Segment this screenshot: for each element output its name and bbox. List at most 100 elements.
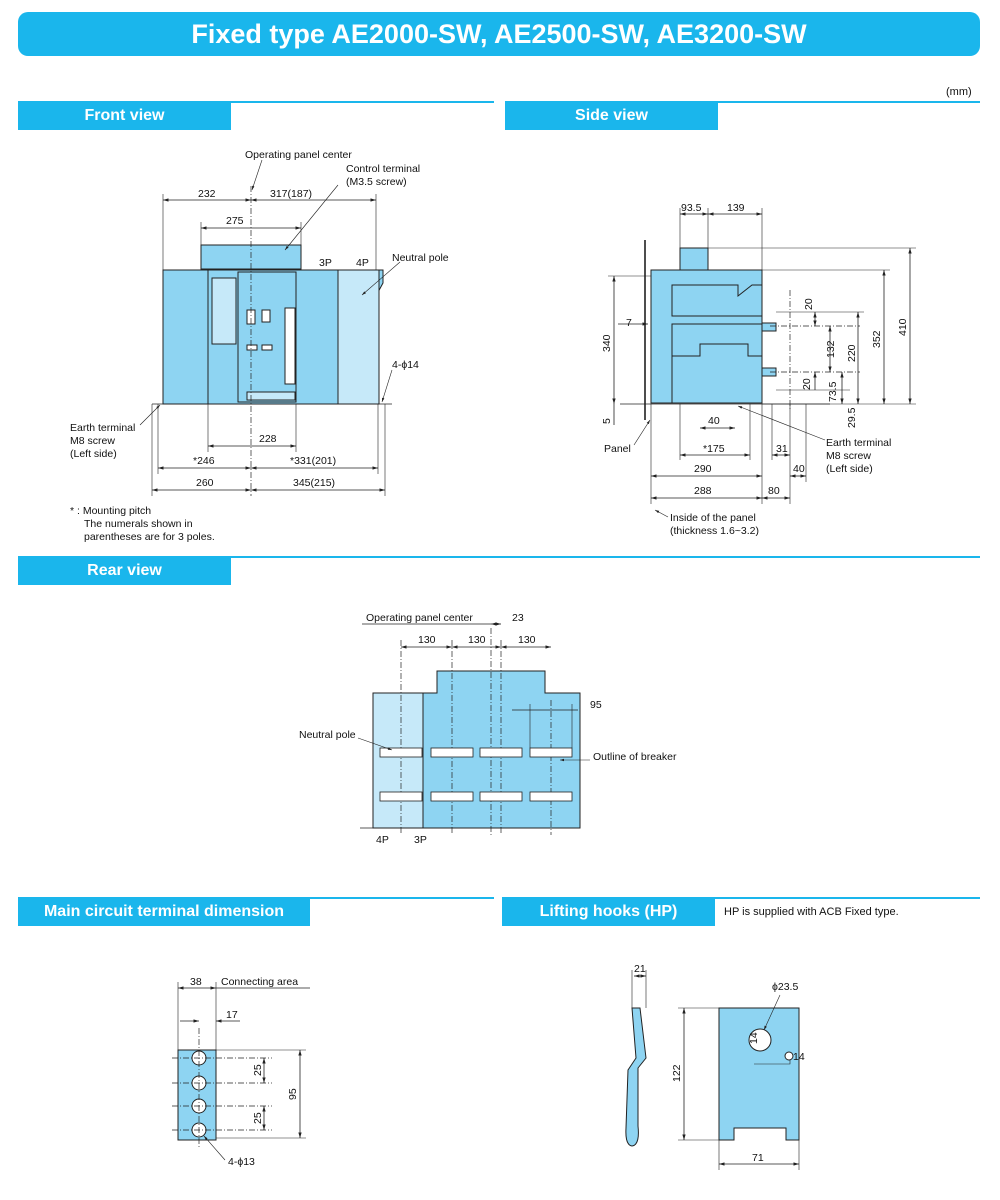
side-dim-5: 5: [601, 418, 613, 424]
front-earth-label-3: (Left side): [70, 448, 117, 460]
side-dim-288: 288: [694, 485, 712, 497]
front-indicator: [261, 309, 271, 323]
hooks-dim-122: 122: [671, 1064, 683, 1082]
side-dim-29-5: 29.5: [846, 407, 858, 428]
side-lower-block: [671, 343, 763, 404]
rear-slot: [430, 747, 474, 758]
rear-4p-label: 4P: [376, 834, 389, 846]
front-view-rule: [18, 101, 494, 103]
terminal-heading: Main circuit terminal dimension: [18, 898, 310, 926]
front-dim-317: 317(187): [270, 188, 312, 200]
rear-slot: [479, 791, 523, 802]
front-dim-232: 232: [198, 188, 216, 200]
front-dim-260: 260: [196, 477, 214, 489]
front-dim-345: 345(215): [293, 477, 335, 489]
rear-view-heading: Rear view: [18, 557, 231, 585]
front-earth-label-1: Earth terminal: [70, 422, 135, 434]
front-holes-label: 4-ϕ14: [392, 359, 419, 371]
front-footnote-2: The numerals shown in: [84, 518, 193, 530]
hook-side-profile: [625, 1007, 647, 1147]
terminal-connecting-label: Connecting area: [221, 976, 298, 988]
side-dim-175: *175: [703, 443, 725, 455]
side-dim-40-top: 40: [708, 415, 720, 427]
rear-dim-130-right: 130: [518, 634, 536, 646]
rear-dim-130-left: 130: [418, 634, 436, 646]
side-view-rule: [505, 101, 980, 103]
rear-view-drawing: Operating panel center 23 130 130 130 95…: [299, 612, 677, 846]
rear-slot: [529, 747, 573, 758]
hook-hole: [748, 1028, 772, 1052]
front-footnote-1: * : Mounting pitch: [70, 505, 151, 517]
side-dim-73-5: 73.5: [827, 381, 839, 402]
front-dim-331: *331(201): [290, 455, 336, 467]
side-dim-410: 410: [897, 318, 909, 336]
side-earth-label-3: (Left side): [826, 463, 873, 475]
rear-outline-label: Outline of breaker: [593, 751, 677, 763]
front-neutral-pole-body: [337, 269, 380, 405]
front-view-heading: Front view: [18, 102, 231, 130]
front-4p-label: 4P: [356, 257, 369, 269]
side-dim-20-top: 20: [803, 298, 815, 310]
hooks-heading: Lifting hooks (HP): [502, 898, 715, 926]
rear-panel-center-label: Operating panel center: [366, 612, 473, 624]
front-3p-label: 3P: [319, 257, 332, 269]
hooks-rule: [502, 897, 980, 899]
side-panel-label: Panel: [604, 443, 631, 455]
side-dim-139: 139: [727, 202, 745, 214]
hook-small-hole: [784, 1051, 794, 1061]
side-terminal-upper: [761, 322, 777, 332]
rear-slot: [479, 747, 523, 758]
side-earth-label-2: M8 screw: [826, 450, 871, 462]
hooks-note: HP is supplied with ACB Fixed type.: [724, 906, 899, 918]
terminal-dim-38: 38: [190, 976, 202, 988]
front-control-terminal-label: Control terminal: [346, 163, 420, 175]
side-dim-132: 132: [825, 340, 837, 358]
side-dim-220: 220: [846, 344, 858, 362]
rear-slot: [529, 791, 573, 802]
front-view-drawing: Operating panel center Control terminal …: [70, 149, 449, 543]
rear-3p-label: 3P: [414, 834, 427, 846]
side-dim-40-bottom: 40: [793, 463, 805, 475]
hook-plate: [718, 1007, 800, 1141]
side-dim-20-bottom: 20: [801, 378, 813, 390]
hooks-dim-14-a: 14: [748, 1032, 760, 1044]
hooks-dim-23-5: ϕ23.5: [772, 981, 798, 993]
front-neutral-pole-label: Neutral pole: [392, 252, 449, 264]
front-left-panel: [162, 269, 209, 405]
side-dim-340: 340: [601, 334, 613, 352]
terminal-dim-95: 95: [287, 1088, 299, 1100]
terminal-dim-25-lower: 25: [252, 1112, 264, 1124]
front-panel-center-label: Operating panel center: [245, 149, 352, 161]
side-dim-7: 7: [626, 317, 632, 329]
rear-dim-130-middle: 130: [468, 634, 486, 646]
front-button-left: [246, 344, 258, 351]
rear-neutral-pole-label: Neutral pole: [299, 729, 356, 741]
front-earth-label-2: M8 screw: [70, 435, 115, 447]
front-handle-slot: [284, 307, 296, 385]
hooks-dim-71: 71: [752, 1152, 764, 1164]
rear-neutral-pole-body: [372, 692, 424, 829]
front-footnote-3: parentheses are for 3 poles.: [84, 531, 215, 543]
front-window: [211, 277, 237, 345]
side-inside-label-1: Inside of the panel: [670, 512, 756, 524]
side-earth-label-1: Earth terminal: [826, 437, 891, 449]
rear-slot: [379, 747, 423, 758]
front-dim-275: 275: [226, 215, 244, 227]
front-control-terminal-screw: (M3.5 screw): [346, 176, 407, 188]
rear-slot: [430, 791, 474, 802]
side-inside-label-2: (thickness 1.6~3.2): [670, 525, 759, 537]
side-dim-290: 290: [694, 463, 712, 475]
terminal-drawing: 38 Connecting area 17 25 25 95 4-ϕ13: [172, 976, 310, 1168]
terminal-dim-25-upper: 25: [252, 1064, 264, 1076]
side-dim-80: 80: [768, 485, 780, 497]
rear-view-rule: [18, 556, 980, 558]
hooks-dim-21: 21: [634, 963, 646, 975]
front-dim-246: *246: [193, 455, 215, 467]
hooks-dim-14-b: 14: [793, 1051, 805, 1063]
terminal-dim-17: 17: [226, 1009, 238, 1021]
side-view-drawing: 93.5 139 7 340 5 20 132 220 352 410 20 7…: [601, 202, 916, 537]
front-nameplate: [246, 391, 296, 401]
side-dim-352: 352: [871, 330, 883, 348]
side-top-box: [679, 247, 709, 273]
